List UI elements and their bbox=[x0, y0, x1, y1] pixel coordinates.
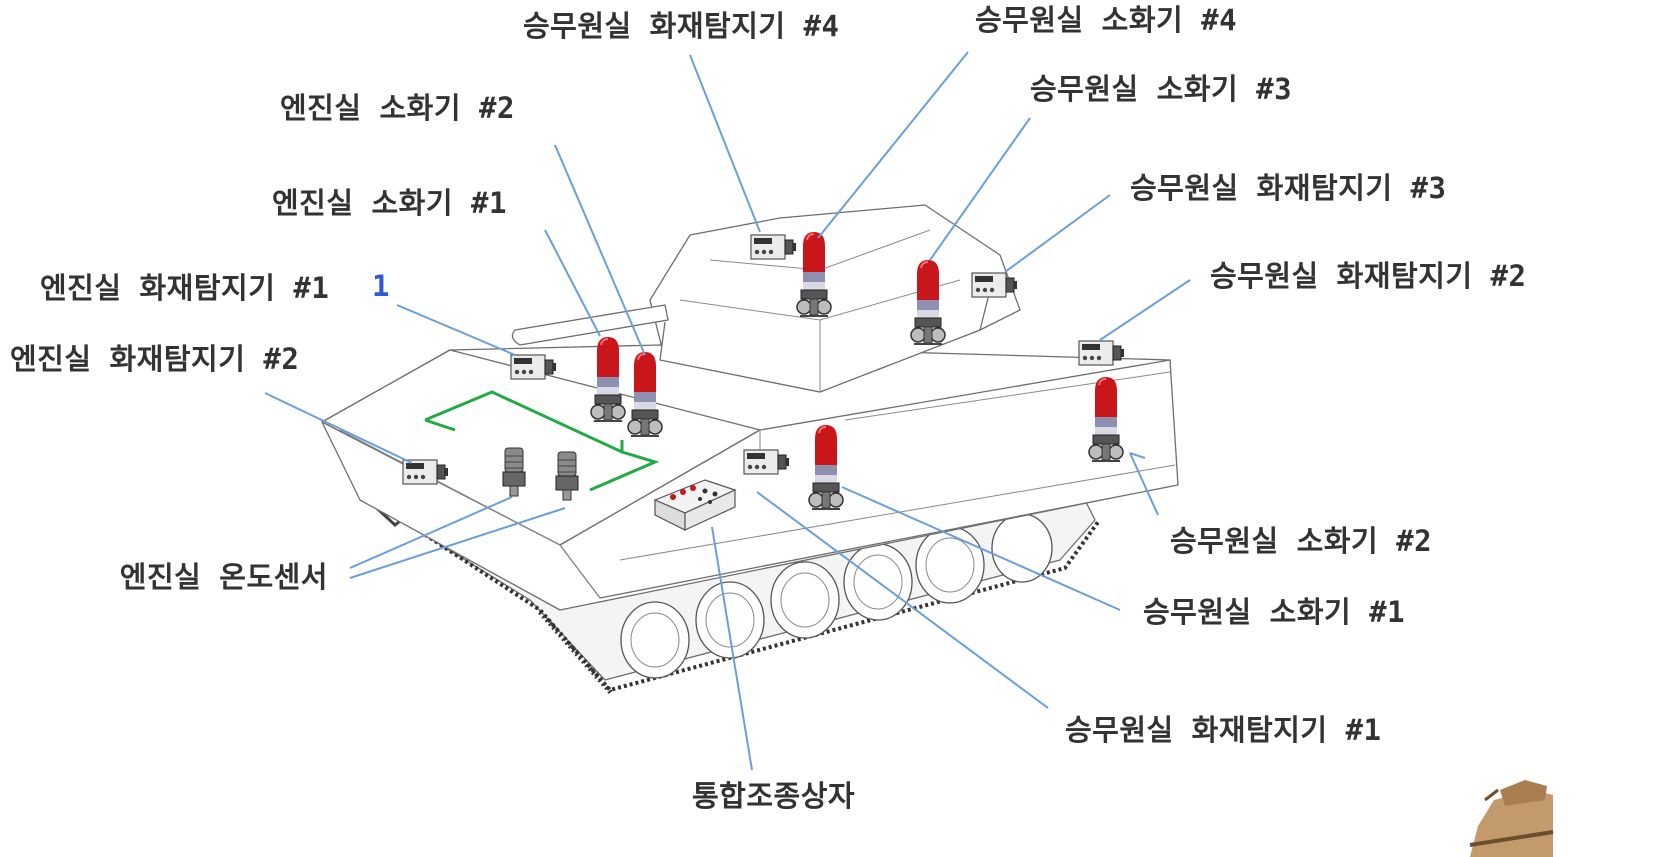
label-crew-extinguisher-3: 승무원실 소화기 #3 bbox=[1030, 72, 1293, 106]
label-crew-extinguisher-2: 승무원실 소화기 #2 bbox=[1170, 524, 1433, 558]
leader-lines bbox=[264, 51, 1191, 771]
label-crew-detector-2: 승무원실 화재탐지기 #2 bbox=[1210, 259, 1527, 293]
label-crew-extinguisher-4: 승무원실 소화기 #4 bbox=[975, 3, 1238, 37]
label-engine-detector-1-suffix: 1 bbox=[372, 269, 390, 303]
label-crew-detector-1: 승무원실 화재탐지기 #1 bbox=[1065, 713, 1382, 747]
tank-thumbnail bbox=[1469, 780, 1554, 857]
track-assembly bbox=[359, 494, 1100, 696]
label-crew-detector-4: 승무원실 화재탐지기 #4 bbox=[523, 9, 840, 43]
label-control-box: 통합조종상자 bbox=[692, 779, 856, 813]
label-crew-detector-3: 승무원실 화재탐지기 #3 bbox=[1130, 171, 1447, 205]
label-engine-temp-sensor: 엔진실 온도센서 bbox=[119, 560, 328, 594]
control-box-device bbox=[653, 479, 737, 531]
hull bbox=[321, 344, 1179, 611]
label-engine-detector-2: 엔진실 화재탐지기 #2 bbox=[10, 342, 300, 376]
sensor-wiring bbox=[424, 390, 660, 492]
label-engine-extinguisher-1: 엔진실 소화기 #1 bbox=[272, 186, 507, 220]
label-crew-extinguisher-1: 승무원실 소화기 #1 bbox=[1143, 595, 1406, 629]
label-engine-detector-1: 엔진실 화재탐지기 #1 bbox=[40, 271, 330, 305]
label-engine-extinguisher-2: 엔진실 소화기 #2 bbox=[280, 91, 515, 125]
turret bbox=[511, 204, 1021, 393]
